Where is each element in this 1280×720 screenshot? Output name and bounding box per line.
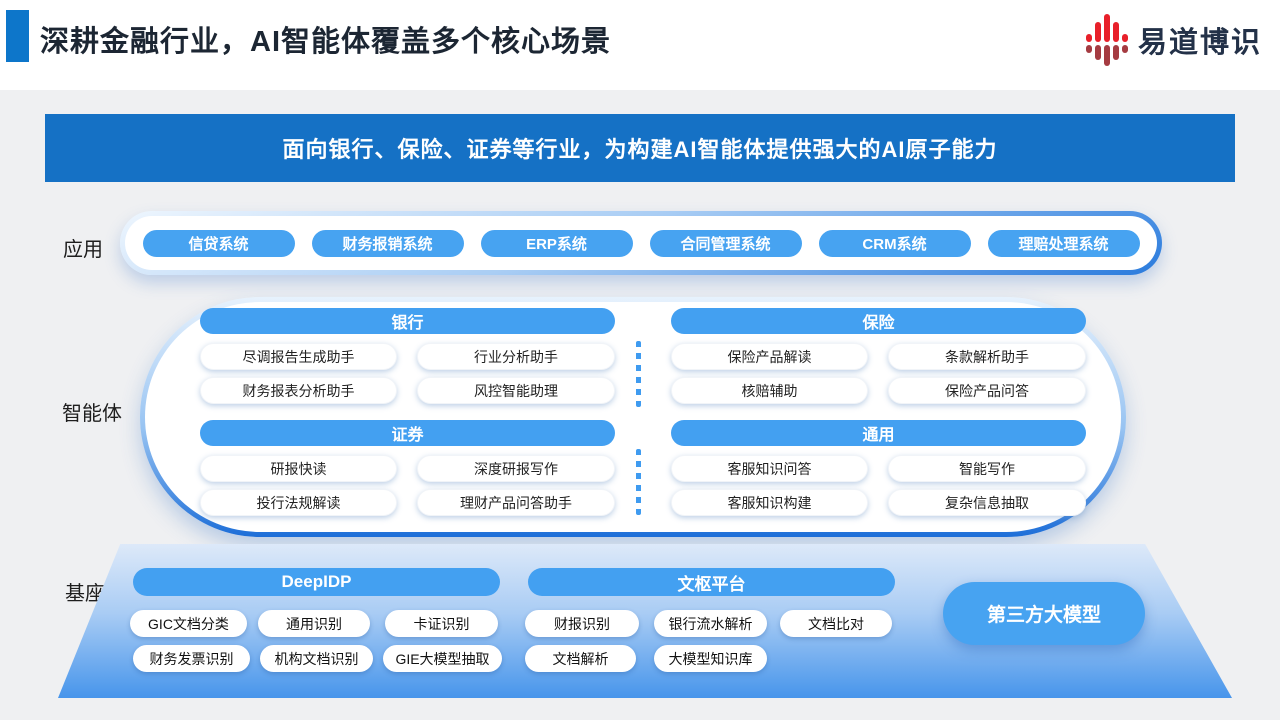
agent-item: 复杂信息抽取 bbox=[888, 489, 1086, 516]
foundation-item: 银行流水解析 bbox=[654, 610, 767, 637]
foundation-item: 文档比对 bbox=[780, 610, 892, 637]
foundation-item: GIE大模型抽取 bbox=[383, 645, 502, 672]
foundation-item: 卡证识别 bbox=[385, 610, 498, 637]
agent-group-insurance: 保险 保险产品解读 条款解析助手 核赔辅助 保险产品问答 bbox=[671, 308, 1086, 404]
agent-item: 投行法规解读 bbox=[200, 489, 397, 516]
system-pill-credit: 信贷系统 bbox=[142, 229, 295, 257]
system-pill-contract: 合同管理系统 bbox=[649, 229, 802, 257]
title-accent-block bbox=[6, 10, 29, 62]
foundation-item: GIC文档分类 bbox=[130, 610, 247, 637]
third-party-llm-pill: 第三方大模型 bbox=[943, 582, 1145, 645]
group-header-general: 通用 bbox=[671, 420, 1086, 446]
agent-item: 研报快读 bbox=[200, 455, 397, 482]
company-logo: 易道博识 bbox=[1085, 10, 1262, 70]
group-header-insurance: 保险 bbox=[671, 308, 1086, 334]
agent-item: 客服知识问答 bbox=[671, 455, 868, 482]
foundation-item: 财务发票识别 bbox=[133, 645, 250, 672]
application-systems-container: 信贷系统 财务报销系统 ERP系统 合同管理系统 CRM系统 理赔处理系统 bbox=[120, 211, 1162, 275]
agent-item: 条款解析助手 bbox=[888, 343, 1086, 370]
system-pill-expense: 财务报销系统 bbox=[311, 229, 464, 257]
agent-item: 客服知识构建 bbox=[671, 489, 868, 516]
agent-item: 深度研报写作 bbox=[417, 455, 615, 482]
dashed-divider bbox=[636, 449, 641, 515]
agent-group-bank: 银行 尽调报告生成助手 行业分析助手 财务报表分析助手 风控智能助理 bbox=[200, 308, 615, 404]
agents-row-label: 智能体 bbox=[62, 403, 122, 425]
agents-container: 银行 尽调报告生成助手 行业分析助手 财务报表分析助手 风控智能助理 保险 保险… bbox=[140, 297, 1126, 537]
foundation-item: 文档解析 bbox=[525, 645, 636, 672]
platform-header-wenshu: 文枢平台 bbox=[528, 568, 895, 596]
application-row-label: 应用 bbox=[63, 239, 103, 261]
agent-item: 风控智能助理 bbox=[417, 377, 615, 404]
system-pill-claims: 理赔处理系统 bbox=[987, 229, 1140, 257]
dashed-divider bbox=[636, 341, 641, 407]
agent-item: 理财产品问答助手 bbox=[417, 489, 615, 516]
group-header-securities: 证券 bbox=[200, 420, 615, 446]
platform-header-deepidp: DeepIDP bbox=[133, 568, 500, 596]
agent-item: 财务报表分析助手 bbox=[200, 377, 397, 404]
system-pill-erp: ERP系统 bbox=[480, 229, 633, 257]
agent-item: 核赔辅助 bbox=[671, 377, 868, 404]
company-name: 易道博识 bbox=[1137, 27, 1262, 59]
foundation-container: DeepIDP 文枢平台 GIC文档分类 通用识别 卡证识别 财务发票识别 机构… bbox=[58, 544, 1232, 698]
agent-item: 行业分析助手 bbox=[417, 343, 615, 370]
foundation-item: 财报识别 bbox=[525, 610, 639, 637]
group-header-bank: 银行 bbox=[200, 308, 615, 334]
agent-item: 保险产品解读 bbox=[671, 343, 868, 370]
page-title: 深耕金融行业，AI智能体覆盖多个核心场景 bbox=[40, 26, 612, 58]
foundation-item: 机构文档识别 bbox=[260, 645, 373, 672]
agent-group-securities: 证券 研报快读 深度研报写作 投行法规解读 理财产品问答助手 bbox=[200, 420, 615, 516]
soundwave-logo-icon bbox=[1085, 14, 1128, 66]
agent-item: 保险产品问答 bbox=[888, 377, 1086, 404]
system-pill-crm: CRM系统 bbox=[818, 229, 971, 257]
foundation-item: 大模型知识库 bbox=[654, 645, 767, 672]
agent-item: 尽调报告生成助手 bbox=[200, 343, 397, 370]
foundation-row-label: 基座 bbox=[65, 583, 105, 605]
header-bar: 深耕金融行业，AI智能体覆盖多个核心场景 易道博识 bbox=[0, 0, 1280, 90]
subtitle-text: 面向银行、保险、证券等行业，为构建AI智能体提供强大的AI原子能力 bbox=[282, 137, 998, 162]
agent-group-general: 通用 客服知识问答 智能写作 客服知识构建 复杂信息抽取 bbox=[671, 420, 1086, 516]
subtitle-banner: 面向银行、保险、证券等行业，为构建AI智能体提供强大的AI原子能力 bbox=[45, 114, 1235, 182]
foundation-item: 通用识别 bbox=[258, 610, 370, 637]
agent-item: 智能写作 bbox=[888, 455, 1086, 482]
